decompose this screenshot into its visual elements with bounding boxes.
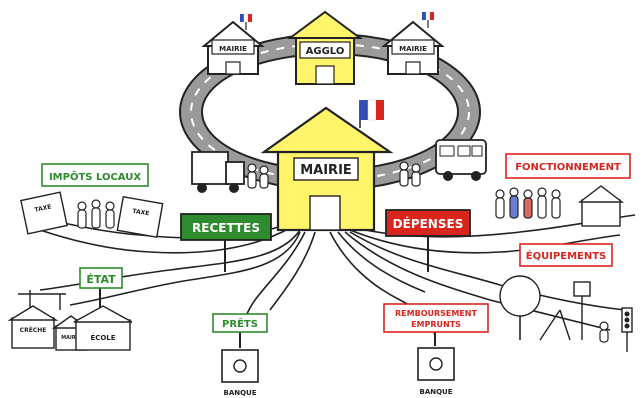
depenses-label: DÉPENSES <box>393 216 464 231</box>
house-label: MAIRIE <box>219 45 247 53</box>
remboursement-block: REMBOURSEMENT EMPRUNTS BANQUE <box>383 303 489 396</box>
house-mairie-right: MAIRIE <box>381 11 445 75</box>
truck-icon <box>191 151 245 193</box>
mairie-title: MAIRIE <box>300 163 352 178</box>
mairie-small-label: MAIRIE <box>61 335 81 341</box>
recettes-sign: RECETTES <box>180 213 272 241</box>
tree-icon <box>499 275 541 340</box>
fonctionnement-label: FONCTIONNEMENT <box>515 162 621 173</box>
tax-label: TAXE <box>132 208 150 218</box>
house-label: AGGLO <box>306 46 345 57</box>
banque-label: BANQUE <box>223 389 256 397</box>
sign-poles <box>99 236 436 348</box>
house-mairie-main: MAIRIE <box>260 99 394 232</box>
impots-locaux-label: IMPÔTS LOCAUX <box>49 170 141 183</box>
basketball-hoop-icon <box>573 281 591 340</box>
child-icon <box>599 321 609 343</box>
people-icon <box>247 161 421 189</box>
people-icon <box>495 187 561 219</box>
house-label: MAIRIE <box>399 45 427 53</box>
safe-icon <box>417 347 455 381</box>
small-house-icon <box>577 185 625 227</box>
safe-icon <box>221 349 259 383</box>
house-agglo: AGGLO <box>286 10 364 85</box>
traffic-light-icon <box>621 307 633 352</box>
impots-locaux-block: IMPÔTS LOCAUX TAXE TAXE <box>20 163 164 239</box>
banque-label: BANQUE <box>419 388 452 396</box>
prets-block: PRÊTS BANQUE <box>212 313 268 397</box>
tax-label: TAXE <box>34 203 52 213</box>
depenses-sign: DÉPENSES <box>385 209 471 237</box>
ecole-building-icon: ÉCOLE <box>73 305 133 351</box>
etat-label: ÉTAT <box>86 273 116 286</box>
fonctionnement-block: FONCTIONNEMENT <box>495 153 631 227</box>
emprunts-label: EMPRUNTS <box>411 320 461 329</box>
prets-label: PRÊTS <box>222 317 258 330</box>
slide-icon <box>539 309 571 341</box>
ecole-label: ÉCOLE <box>90 333 115 342</box>
equipements-block: ÉQUIPEMENTS <box>499 243 633 352</box>
vehicles <box>191 139 487 193</box>
people-icon <box>77 199 115 229</box>
etat-block: ÉTAT CRÈCHE MAIRIE ÉCOLE <box>7 267 133 351</box>
creche-label: CRÈCHE <box>20 326 47 334</box>
remboursement-label: REMBOURSEMENT <box>395 309 477 318</box>
creche-building-icon: CRÈCHE <box>7 305 59 349</box>
recettes-label: RECETTES <box>192 221 260 235</box>
bus-icon <box>435 139 487 181</box>
house-mairie-left: MAIRIE <box>201 13 265 75</box>
equipements-label: ÉQUIPEMENTS <box>526 249 607 262</box>
tax-document-icon: TAXE TAXE <box>20 191 164 239</box>
